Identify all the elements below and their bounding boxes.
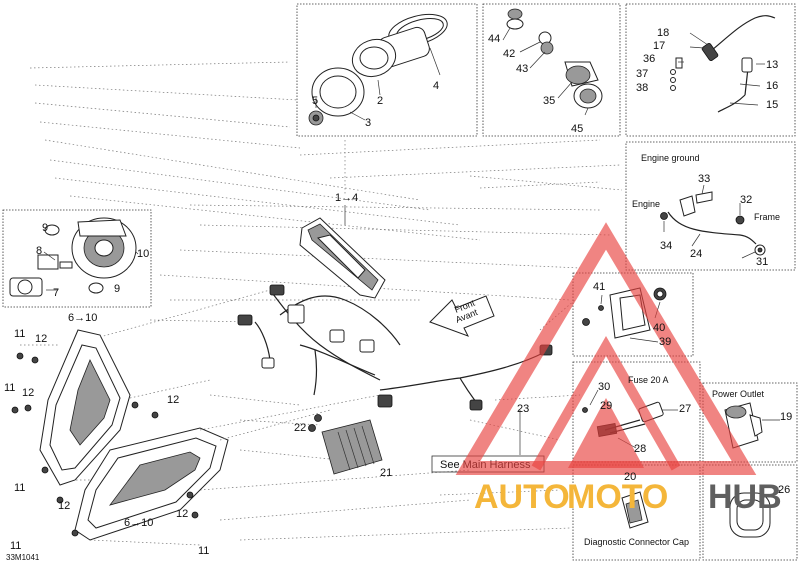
callout-51: 44 — [488, 33, 500, 45]
engine-label: Engine — [632, 199, 660, 209]
callout-28: 20 — [624, 471, 636, 483]
callout-25: 17 — [653, 40, 665, 52]
callout-17: 12 — [35, 333, 47, 345]
callout-19: 12 — [58, 500, 70, 512]
callout-46: 39 — [659, 336, 671, 348]
watermark-moto: MOTO — [567, 478, 668, 516]
watermark-auto: AUTO — [474, 478, 570, 516]
callout-7: 7 — [53, 287, 59, 299]
box-engine-ground — [625, 141, 796, 271]
callout-39: 32 — [740, 194, 752, 206]
callout-26: 18 — [657, 27, 669, 39]
box-part-26 — [702, 464, 798, 561]
callout-38: 31 — [756, 256, 768, 268]
callout-27: 19 — [780, 411, 792, 423]
box-sensor-parts — [625, 3, 796, 137]
frame-label: Frame — [754, 212, 780, 222]
callout-16: 11 — [198, 545, 209, 557]
diagnostic-title: Diagnostic Connector Cap — [584, 537, 689, 547]
headlamp-right — [56, 394, 381, 541]
callout-31: 23 — [517, 403, 529, 415]
box-lamp-parts — [2, 209, 152, 308]
callout-50: 43 — [516, 63, 528, 75]
callout-18: 12 — [22, 387, 34, 399]
diagram-code: 33M1041 — [6, 553, 40, 562]
callout-35: 28 — [634, 443, 646, 455]
callout-15: 11 — [10, 540, 21, 552]
watermark: AUTO MOTO HUB — [455, 222, 782, 516]
callout-40: 33 — [698, 173, 710, 185]
callout-48: 41 — [593, 281, 605, 293]
callout-36: 29 — [600, 400, 612, 412]
callout-29: 21 — [380, 467, 392, 479]
wiring-harness — [237, 284, 553, 455]
callout-44: 37 — [636, 68, 648, 80]
instrument-cluster — [299, 205, 386, 299]
engine-ground-title: Engine ground — [641, 153, 700, 163]
callout-20: 12 — [176, 508, 188, 520]
callout-37: 30 — [598, 381, 610, 393]
headlamp-left — [11, 289, 271, 486]
callout-8: 8 — [36, 245, 42, 257]
callout-32: 24 — [690, 248, 702, 260]
callout-14: 11 — [14, 482, 25, 494]
callout-49: 42 — [503, 48, 515, 60]
callout-0: 1→4 — [335, 192, 358, 204]
callout-47: 40 — [653, 322, 665, 334]
callout-21: 12 — [167, 394, 179, 406]
callout-30: 22 — [294, 422, 306, 434]
callout-34: 27 — [679, 403, 691, 415]
callout-45: 38 — [636, 82, 648, 94]
fuse-title: Fuse 20 A — [628, 375, 669, 385]
callout-4: 5 — [312, 95, 318, 107]
callout-13: 11 — [4, 382, 15, 394]
voltage-regulator — [308, 414, 383, 475]
callout-52: 45 — [571, 123, 583, 135]
callout-42: 35 — [543, 95, 555, 107]
callout-2: 3 — [365, 117, 371, 129]
box-titles: Engine ground Engine Frame Fuse 20 A Pow… — [6, 153, 780, 562]
power-outlet-title: Power Outlet — [712, 389, 765, 399]
callout-33: 26 — [778, 484, 790, 496]
callout-43: 36 — [643, 53, 655, 65]
callout-41: 34 — [660, 240, 672, 252]
watermark-hub: HUB — [708, 478, 782, 516]
callout-5: 6→10 — [68, 312, 97, 324]
front-arrow: Front Avant — [429, 295, 495, 337]
callout-23: 15 — [766, 99, 778, 111]
callout-11: 10 — [137, 248, 149, 260]
callout-12: 11 — [14, 328, 25, 340]
box-switch-parts — [482, 3, 621, 137]
callout-10: 9 — [114, 283, 120, 295]
callout-6: 6→10 — [124, 517, 153, 529]
callout-9: 9 — [42, 222, 48, 234]
callout-22: 13 — [766, 59, 778, 71]
callout-1: 2 — [377, 95, 383, 107]
callout-24: 16 — [766, 80, 778, 92]
box-gauge-parts — [296, 3, 478, 137]
callout-3: 4 — [433, 80, 439, 92]
